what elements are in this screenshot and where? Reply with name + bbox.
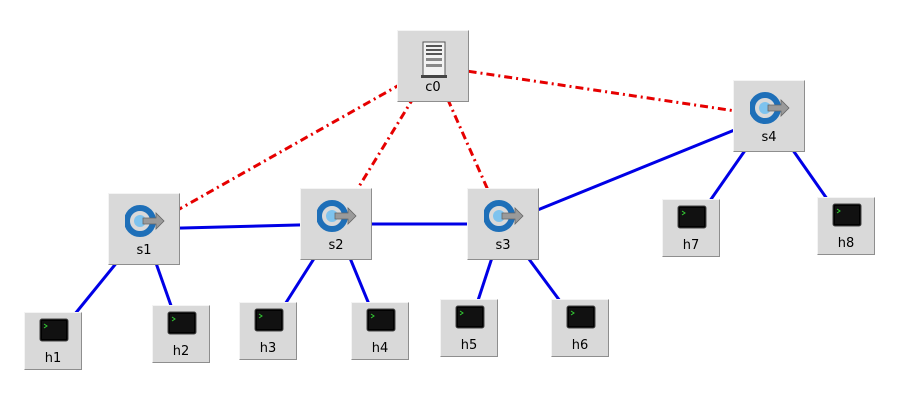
host-label: h3 <box>259 341 277 356</box>
openflow-switch-icon <box>317 200 357 232</box>
host-h5[interactable]: h5 <box>440 299 498 357</box>
host-h7[interactable]: h7 <box>662 199 720 257</box>
host-label: h1 <box>44 351 62 366</box>
switch-s4[interactable]: s4 <box>733 80 805 152</box>
host-label: h4 <box>371 341 389 356</box>
control-link-c0-s4[interactable] <box>432 64 770 118</box>
host-h8[interactable]: h8 <box>817 197 875 255</box>
terminal-icon <box>39 318 69 342</box>
terminal-icon <box>254 308 284 332</box>
controller-label: c0 <box>425 80 441 95</box>
terminal-icon <box>366 308 396 332</box>
switch-label: s4 <box>761 130 777 145</box>
host-h3[interactable]: h3 <box>239 302 297 360</box>
openflow-switch-icon <box>750 92 790 124</box>
host-label: h7 <box>682 238 700 253</box>
controller-c0[interactable]: c0 <box>397 30 469 102</box>
host-h6[interactable]: h6 <box>551 299 609 357</box>
terminal-icon <box>832 203 862 227</box>
host-label: h6 <box>571 338 589 353</box>
host-h2[interactable]: h2 <box>152 305 210 363</box>
terminal-icon <box>677 205 707 229</box>
host-label: h2 <box>172 344 190 359</box>
switch-label: s3 <box>495 238 511 253</box>
control-link-c0-s1[interactable] <box>143 64 434 231</box>
switch-label: s1 <box>136 243 152 258</box>
switch-s3[interactable]: s3 <box>467 188 539 260</box>
server-tower-icon <box>421 41 447 78</box>
openflow-switch-icon <box>484 200 524 232</box>
openflow-switch-icon <box>125 205 165 237</box>
host-h4[interactable]: h4 <box>351 302 409 360</box>
switch-label: s2 <box>328 238 344 253</box>
terminal-icon <box>566 305 596 329</box>
terminal-icon <box>455 305 485 329</box>
switch-s2[interactable]: s2 <box>300 188 372 260</box>
host-label: h8 <box>837 236 855 251</box>
host-h1[interactable]: h1 <box>24 312 82 370</box>
data-link-s3-s4[interactable] <box>502 114 770 226</box>
switch-s1[interactable]: s1 <box>108 193 180 265</box>
terminal-icon <box>167 311 197 335</box>
host-label: h5 <box>460 338 478 353</box>
